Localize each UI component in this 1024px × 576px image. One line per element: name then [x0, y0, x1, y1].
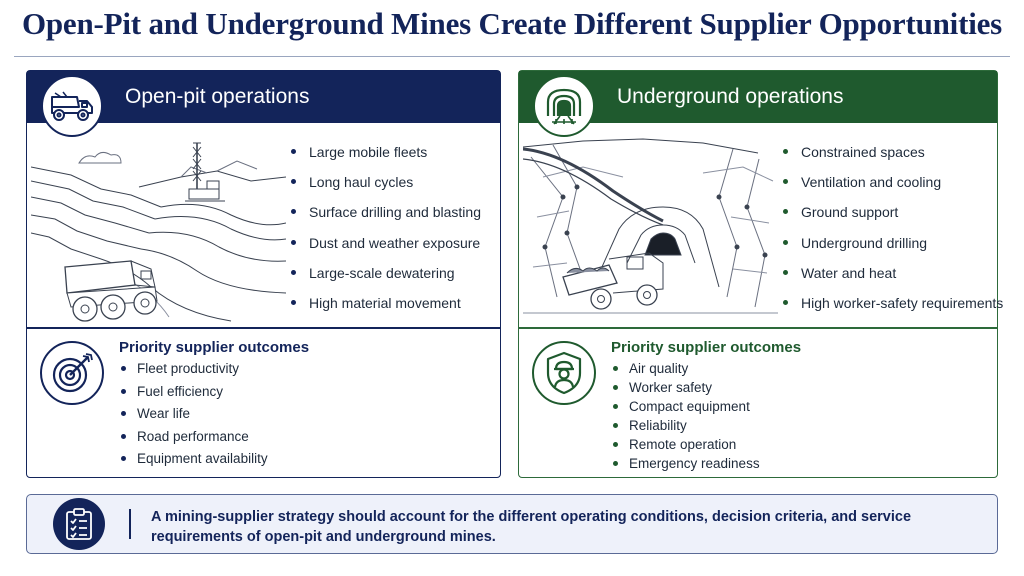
list-item: Surface drilling and blasting: [291, 203, 481, 233]
target-icon: [40, 341, 104, 405]
panel-divider: [27, 327, 500, 329]
list-item: Wear life: [119, 405, 268, 428]
panel-divider: [519, 327, 997, 329]
list-item: Remote operation: [611, 436, 760, 455]
list-item: High worker-safety requirements: [783, 294, 1003, 324]
list-item: Large mobile fleets: [291, 143, 481, 173]
underground-tunnel-illustration: [523, 138, 778, 314]
list-item: Constrained spaces: [783, 143, 1003, 173]
list-item: Worker safety: [611, 379, 760, 398]
list-item: Ventilation and cooling: [783, 173, 1003, 203]
list-item: Equipment availability: [119, 450, 268, 473]
strategy-callout: A mining-supplier strategy should accoun…: [26, 494, 998, 554]
list-item: Emergency readiness: [611, 455, 760, 474]
underground-outcomes-title: Priority supplier outcomes: [611, 339, 802, 356]
page-title: Open-Pit and Underground Mines Create Di…: [21, 6, 1003, 41]
list-item: Compact equipment: [611, 398, 760, 417]
open-pit-outcomes-title: Priority supplier outcomes: [119, 339, 310, 356]
open-pit-heading: Open-pit operations: [125, 85, 310, 108]
list-item: Fuel efficiency: [119, 383, 268, 406]
list-item: Fleet productivity: [119, 360, 268, 383]
haul-truck-icon: [41, 75, 103, 137]
list-item: Water and heat: [783, 264, 1003, 294]
footer-separator: [129, 509, 131, 539]
underground-header: Underground operations: [519, 71, 997, 123]
open-pit-panel: Open-pit operations: [26, 70, 501, 478]
open-pit-header: Open-pit operations: [27, 71, 500, 123]
underground-outcomes-list: Air quality Worker safety Compact equipm…: [611, 360, 760, 474]
open-pit-outcomes-list: Fleet productivity Fuel efficiency Wear …: [119, 360, 268, 473]
underground-heading: Underground operations: [617, 85, 844, 108]
list-item: Underground drilling: [783, 234, 1003, 264]
tunnel-icon: [533, 75, 595, 137]
list-item: Dust and weather exposure: [291, 234, 481, 264]
list-item: Reliability: [611, 417, 760, 436]
title-divider: [14, 56, 1010, 57]
open-pit-conditions-list: Large mobile fleets Long haul cycles Sur…: [291, 143, 481, 324]
underground-panel: Underground operations: [518, 70, 1003, 478]
list-item: Ground support: [783, 203, 1003, 233]
strategy-statement: A mining-supplier strategy should accoun…: [151, 509, 912, 545]
safety-shield-worker-icon: [532, 341, 596, 405]
list-item: Road performance: [119, 428, 268, 451]
underground-conditions-list: Constrained spaces Ventilation and cooli…: [783, 143, 1003, 324]
list-item: Long haul cycles: [291, 173, 481, 203]
clipboard-checklist-icon: [53, 498, 105, 550]
list-item: High material movement: [291, 294, 481, 324]
list-item: Large-scale dewatering: [291, 264, 481, 294]
open-pit-mine-illustration: [31, 142, 286, 322]
list-item: Air quality: [611, 360, 760, 379]
